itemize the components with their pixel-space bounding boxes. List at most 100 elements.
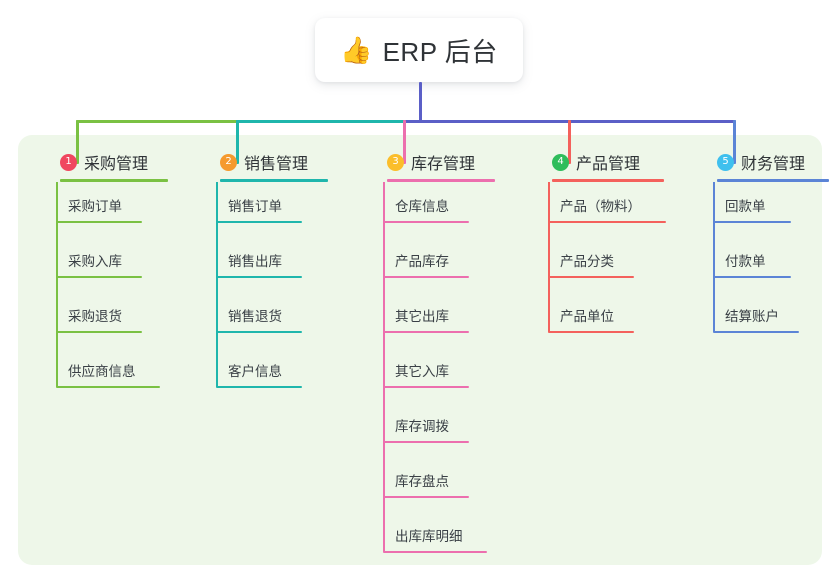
- branch-item[interactable]: 采购退货: [38, 292, 148, 356]
- branch-item[interactable]: 产品单位: [530, 292, 640, 356]
- branch-header-underline: [387, 179, 495, 182]
- branch-item[interactable]: 库存调拨: [365, 402, 475, 466]
- branch-item-underline: [548, 276, 634, 278]
- branch-item-list: 销售订单销售出库销售退货客户信息: [198, 182, 308, 411]
- branch-spine-segment: [216, 347, 218, 387]
- branch-drop-stub-3: [403, 120, 406, 164]
- branch-item[interactable]: 结算账户: [695, 292, 805, 356]
- branch-title: 财务管理: [741, 156, 806, 173]
- branch-spine-segment: [216, 182, 218, 246]
- branch-drop-stub-5: [733, 120, 736, 164]
- branch-item-label: 采购退货: [68, 309, 122, 324]
- branch-header-underline: [220, 179, 328, 182]
- root-node[interactable]: 👍 ERP 后台: [315, 18, 523, 82]
- branch-item[interactable]: 产品库存: [365, 237, 475, 301]
- branch-item[interactable]: 产品分类: [530, 237, 640, 301]
- branch-item[interactable]: 其它出库: [365, 292, 475, 356]
- branch-item[interactable]: 采购入库: [38, 237, 148, 301]
- branch-item-underline: [56, 386, 160, 388]
- branch-item-label: 产品库存: [395, 254, 449, 269]
- branch-column-1: 1 采购管理采购订单采购入库采购退货供应商信息: [38, 142, 168, 411]
- branch-item-underline: [713, 276, 791, 278]
- branch-item-underline: [383, 386, 469, 388]
- branch-spine-segment: [548, 182, 550, 246]
- branch-header-2[interactable]: 2 销售管理: [198, 142, 328, 182]
- root-trunk-line: [419, 82, 422, 123]
- root-node-content: 👍 ERP 后台: [340, 32, 498, 69]
- branch-item-underline: [216, 386, 302, 388]
- branch-item[interactable]: 采购订单: [38, 182, 148, 246]
- branch-index-badge: 2: [220, 153, 237, 171]
- branch-spine-segment: [713, 237, 715, 301]
- branch-item-label: 销售出库: [228, 254, 282, 269]
- branch-item-label: 产品（物料）: [560, 199, 641, 214]
- branch-spine-segment: [713, 182, 715, 246]
- branch-item-underline: [216, 221, 302, 223]
- branch-header-5[interactable]: 5 财务管理: [695, 142, 829, 182]
- branch-item-label: 其它入库: [395, 364, 449, 379]
- branch-item-label: 客户信息: [228, 364, 282, 379]
- branch-header-underline: [717, 179, 829, 182]
- branch-drop-stub-1: [76, 120, 79, 164]
- branch-item-label: 付款单: [725, 254, 766, 269]
- branch-item[interactable]: 销售退货: [198, 292, 308, 356]
- bus-segment-2: [236, 120, 406, 123]
- branch-item[interactable]: 其它入库: [365, 347, 475, 411]
- branch-item[interactable]: 客户信息: [198, 347, 308, 411]
- branch-title: 采购管理: [84, 156, 149, 173]
- branch-item[interactable]: 出库库明细: [365, 512, 487, 576]
- branch-index-badge: 5: [717, 153, 734, 171]
- branch-header-underline: [552, 179, 664, 182]
- branch-item[interactable]: 销售订单: [198, 182, 308, 246]
- branch-item[interactable]: 仓库信息: [365, 182, 475, 246]
- branch-item-underline: [56, 276, 142, 278]
- thumbs-up-icon: 👍: [340, 35, 373, 65]
- branch-item-label: 其它出库: [395, 309, 449, 324]
- branch-item-label: 出库库明细: [395, 529, 463, 544]
- branch-item[interactable]: 回款单: [695, 182, 805, 246]
- branch-item-list: 回款单付款单结算账户: [695, 182, 805, 356]
- branch-item-list: 仓库信息产品库存其它出库其它入库库存调拨库存盘点出库库明细: [365, 182, 487, 576]
- branch-spine-segment: [56, 182, 58, 246]
- branch-header-1[interactable]: 1 采购管理: [38, 142, 168, 182]
- branch-spine-segment: [548, 292, 550, 332]
- branch-item[interactable]: 供应商信息: [38, 347, 160, 411]
- branch-column-3: 3 库存管理仓库信息产品库存其它出库其它入库库存调拨库存盘点出库库明细: [365, 142, 495, 576]
- branch-spine-segment: [383, 457, 385, 521]
- branch-spine-segment: [56, 347, 58, 387]
- branch-item-label: 销售订单: [228, 199, 282, 214]
- branch-item[interactable]: 库存盘点: [365, 457, 475, 521]
- branch-item[interactable]: 付款单: [695, 237, 805, 301]
- branch-title: 销售管理: [244, 156, 309, 173]
- branch-item-underline: [383, 276, 469, 278]
- branch-spine-segment: [383, 402, 385, 466]
- branch-spine-segment: [548, 237, 550, 301]
- branch-item[interactable]: 销售出库: [198, 237, 308, 301]
- branch-item-label: 销售退货: [228, 309, 282, 324]
- branch-item-underline: [383, 441, 469, 443]
- branch-item-label: 采购入库: [68, 254, 122, 269]
- branch-item-label: 产品分类: [560, 254, 614, 269]
- branch-item-underline: [713, 221, 791, 223]
- branch-item-underline: [216, 276, 302, 278]
- branch-title: 库存管理: [411, 156, 476, 173]
- branch-item-label: 回款单: [725, 199, 766, 214]
- branch-item-underline: [216, 331, 302, 333]
- branch-spine-segment: [383, 182, 385, 246]
- bus-segment-3: [403, 120, 571, 123]
- branch-header-underline: [60, 179, 168, 182]
- branch-item-label: 结算账户: [725, 309, 779, 324]
- branch-item-underline: [383, 551, 487, 553]
- branch-column-5: 5 财务管理回款单付款单结算账户: [695, 142, 829, 356]
- branch-index-badge: 1: [60, 153, 77, 171]
- branch-item-underline: [548, 221, 666, 223]
- branch-drop-stub-4: [568, 120, 571, 164]
- branch-header-3[interactable]: 3 库存管理: [365, 142, 495, 182]
- branch-index-badge: 4: [552, 153, 569, 171]
- bus-segment-1: [76, 120, 239, 123]
- branch-index-badge: 3: [387, 153, 404, 171]
- branch-item[interactable]: 产品（物料）: [530, 182, 666, 246]
